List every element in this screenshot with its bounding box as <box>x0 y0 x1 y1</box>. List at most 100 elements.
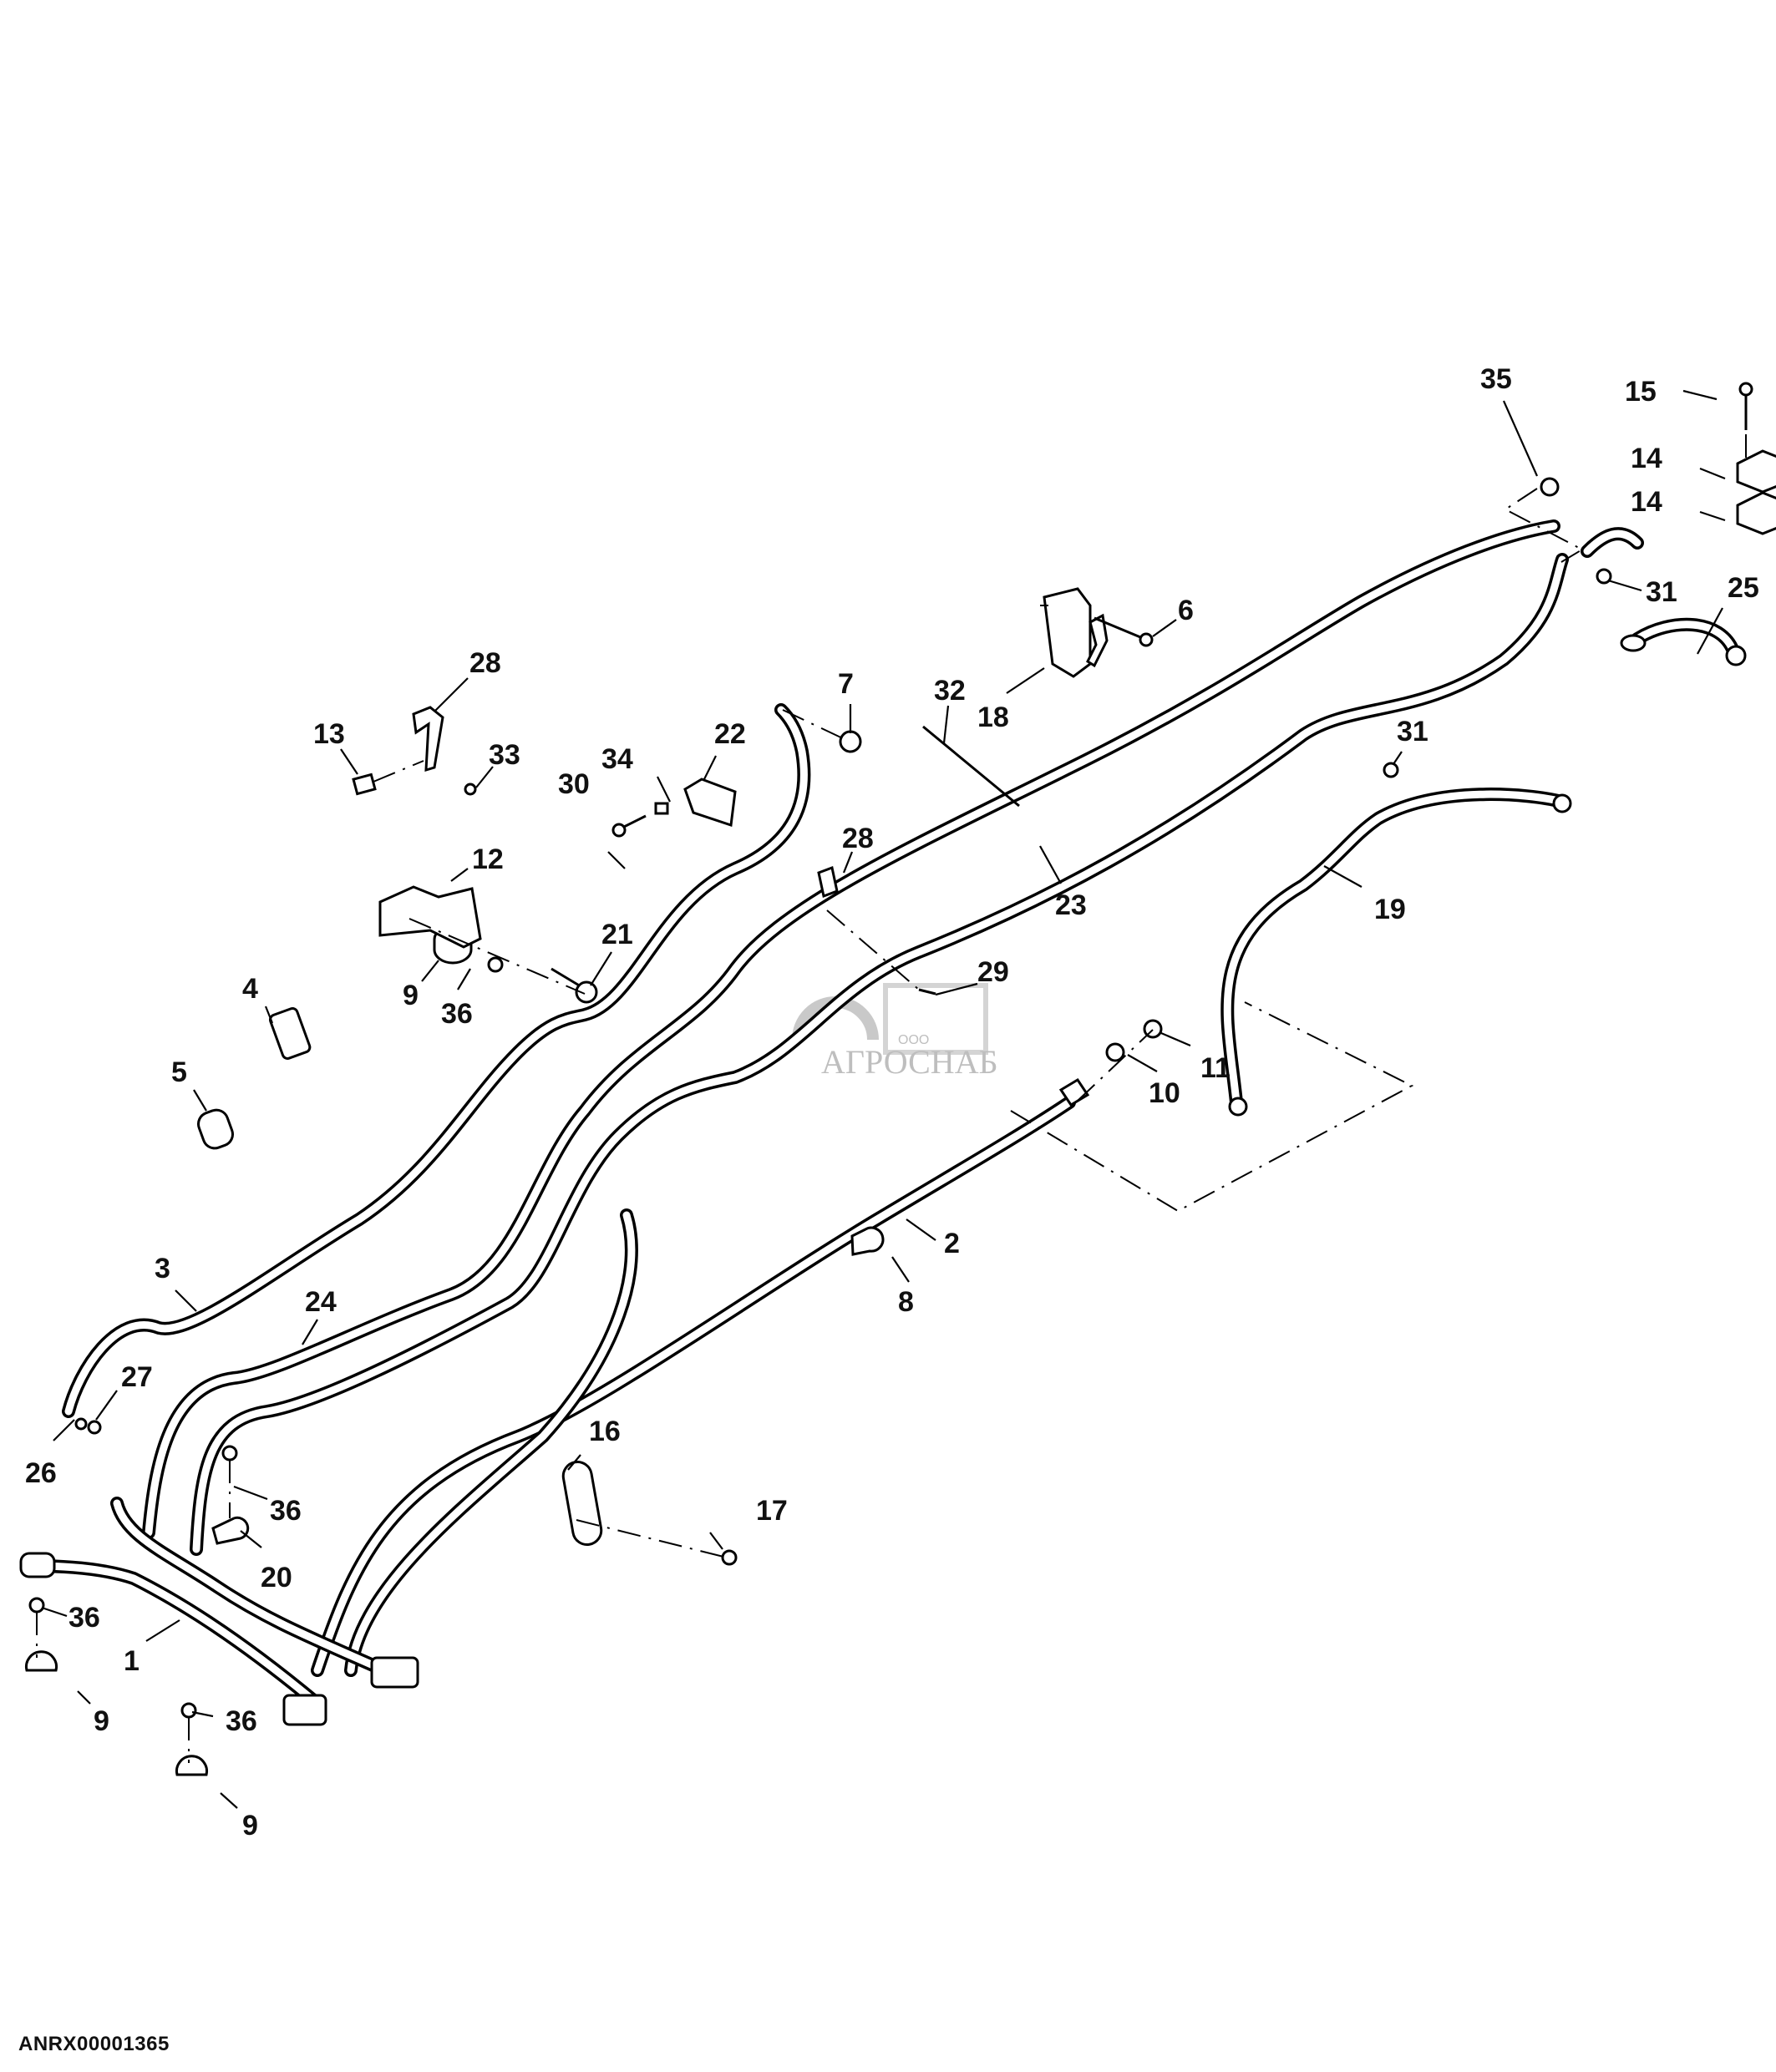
callout-7: 7 <box>838 668 854 700</box>
part-36-bolt-b <box>221 1445 238 1462</box>
part-10-washer <box>1105 1042 1125 1062</box>
callout-16: 16 <box>589 1416 621 1447</box>
callout-22: 22 <box>714 718 746 750</box>
callout-4: 4 <box>242 973 258 1005</box>
callout-34: 34 <box>601 743 633 775</box>
parts <box>25 382 1776 1776</box>
watermark-brand: АГРОСНАБ <box>821 1043 998 1081</box>
callout-31b: 31 <box>1397 716 1428 747</box>
part-17-screw <box>721 1549 738 1566</box>
part-16-bracket <box>561 1461 603 1546</box>
callout-9c: 9 <box>242 1810 258 1841</box>
callout-10: 10 <box>1149 1077 1180 1109</box>
callout-2: 2 <box>944 1228 960 1259</box>
part-4-fuse <box>268 1007 312 1060</box>
part-33-screw <box>464 783 477 796</box>
callout-17: 17 <box>756 1495 788 1527</box>
part-34-spacer <box>654 802 669 815</box>
cable-1 <box>19 1497 419 1726</box>
part-32-tie <box>922 725 1020 808</box>
part-21-head <box>575 980 598 1004</box>
part-28-clip-upper <box>412 706 444 773</box>
callout-6: 6 <box>1178 595 1194 626</box>
callout-25: 25 <box>1728 572 1759 604</box>
callout-36d: 36 <box>226 1705 257 1737</box>
callout-18: 18 <box>977 702 1009 733</box>
callout-28a: 28 <box>469 647 501 679</box>
cable-25 <box>1620 617 1747 666</box>
cable-19-eyelet <box>1228 1097 1248 1117</box>
part-29-sensor <box>918 988 936 995</box>
connector-block <box>370 1656 419 1689</box>
callout-9b: 9 <box>94 1705 109 1737</box>
callout-26: 26 <box>25 1457 57 1489</box>
cable-1-lug <box>19 1552 56 1578</box>
part-36-bolt-a <box>487 956 504 973</box>
part-7-nut <box>839 730 862 753</box>
callout-36a: 36 <box>441 998 473 1030</box>
cable-25-eyelet-right <box>1725 645 1747 666</box>
callout-29: 29 <box>977 956 1009 988</box>
callout-35: 35 <box>1480 363 1512 395</box>
part-22-bracket <box>683 778 737 828</box>
part-20-clip <box>211 1516 250 1545</box>
watermark-prefix: ООО <box>898 1033 929 1047</box>
part-8-clip <box>850 1226 885 1256</box>
callout-33: 33 <box>489 739 520 771</box>
cable-23 <box>190 527 1644 1556</box>
part-31-nut-lower <box>1383 762 1399 778</box>
callout-21: 21 <box>601 919 633 950</box>
callout-12: 12 <box>472 843 504 875</box>
assembly-lines <box>36 434 1747 1763</box>
figure-id: ANRX00001365 <box>18 2033 170 2055</box>
part-6-head <box>1139 632 1154 647</box>
part-14-clamp-bottom <box>1736 491 1776 535</box>
part-27-nut <box>87 1420 102 1435</box>
part-36-bolt-c <box>28 1597 45 1614</box>
part-12-bracket <box>378 885 482 949</box>
part-18-latch <box>1086 613 1109 668</box>
callout-14a: 14 <box>1631 443 1662 474</box>
callout-19: 19 <box>1374 894 1406 925</box>
watermark: ООО АГРОСНАБ <box>792 983 998 1081</box>
part-28-clip-lower <box>817 865 839 899</box>
cable-25-eyelet-left <box>1620 634 1647 652</box>
callout-30: 30 <box>558 768 590 800</box>
cable-19-eyelet-end <box>1552 793 1572 813</box>
callout-28b: 28 <box>842 823 874 854</box>
callout-31a: 31 <box>1646 576 1677 608</box>
callout-36b: 36 <box>270 1495 302 1527</box>
harvester-icon <box>883 983 988 1055</box>
callout-24: 24 <box>305 1286 337 1318</box>
callouts: 1 2 3 4 5 6 7 8 9 9 9 10 11 12 13 14 14 … <box>25 363 1759 1841</box>
callout-32: 32 <box>934 675 966 707</box>
callout-8: 8 <box>898 1286 914 1318</box>
callout-36c: 36 <box>69 1602 100 1634</box>
cable-2 <box>311 1077 1090 1677</box>
callout-20: 20 <box>261 1562 292 1593</box>
part-9-clamp-c <box>175 1755 208 1776</box>
callout-3: 3 <box>155 1253 170 1284</box>
part-6-bolt <box>1094 616 1145 641</box>
callout-27: 27 <box>121 1361 153 1393</box>
part-36-bolt-d <box>180 1702 197 1719</box>
part-14-clamp-top <box>1736 449 1776 494</box>
part-9-clamp-b <box>25 1650 58 1672</box>
battery-terminal <box>282 1694 327 1726</box>
cable-24 <box>142 519 1560 1539</box>
cable-3 <box>62 703 811 1418</box>
part-13-nut-clip <box>352 773 377 796</box>
callout-11: 11 <box>1200 1052 1231 1084</box>
callout-1: 1 <box>124 1645 140 1677</box>
part-15-head <box>1738 382 1753 397</box>
part-35-nut <box>1540 477 1560 497</box>
cable-19 <box>1220 788 1572 1117</box>
callout-9a: 9 <box>403 980 419 1011</box>
part-30-head <box>611 823 627 838</box>
callout-5: 5 <box>171 1056 187 1088</box>
callout-15: 15 <box>1625 376 1657 408</box>
callout-14b: 14 <box>1631 486 1662 518</box>
part-31-nut-upper <box>1596 568 1612 585</box>
part-5-cap <box>197 1108 234 1150</box>
